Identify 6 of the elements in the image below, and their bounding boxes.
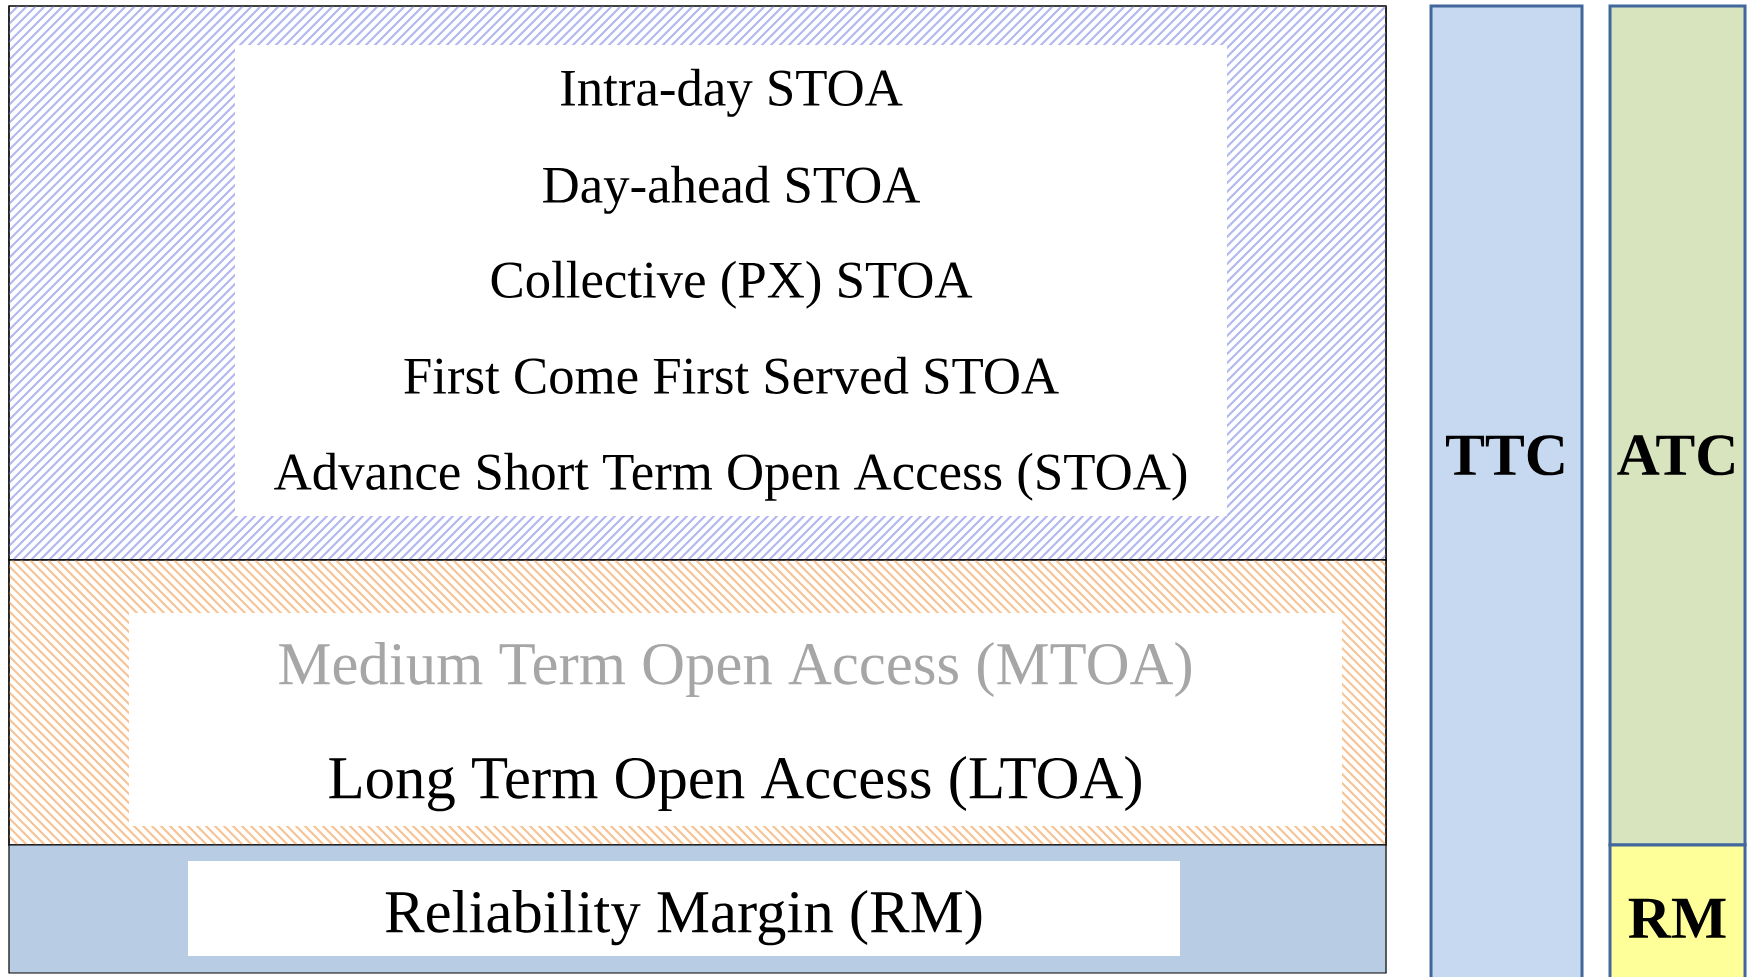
ttc-bar: TTC: [1429, 4, 1584, 977]
margin-box: Reliability Margin (RM): [188, 861, 1180, 956]
access-list-box: Intra-day STOA Day-ahead STOA Collective (PX) STOA First Come First Served STOA Advance Short Term Open Access (STOA): [235, 45, 1227, 516]
atc-bar: ATC: [1608, 4, 1747, 847]
access-list-box: Medium Term Open Access (MTOA) Long Term Open Access (LTOA): [129, 613, 1342, 826]
rm-bar: RM: [1608, 843, 1747, 977]
